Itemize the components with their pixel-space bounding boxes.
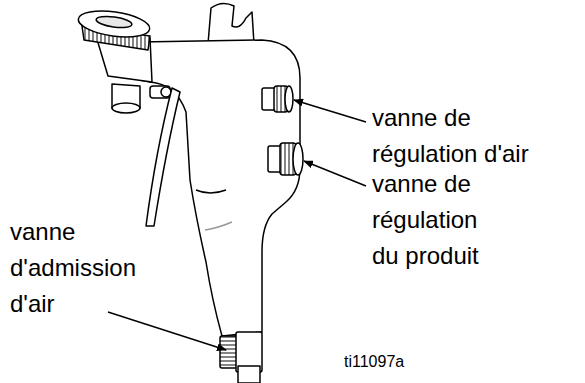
figure-reference: ti11097a xyxy=(344,352,404,372)
part-label: vanne de régulation d'air xyxy=(372,100,540,172)
part-label: vanne d'admission d'air xyxy=(10,214,144,322)
part-label: vanne de régulation du produit xyxy=(372,166,492,274)
